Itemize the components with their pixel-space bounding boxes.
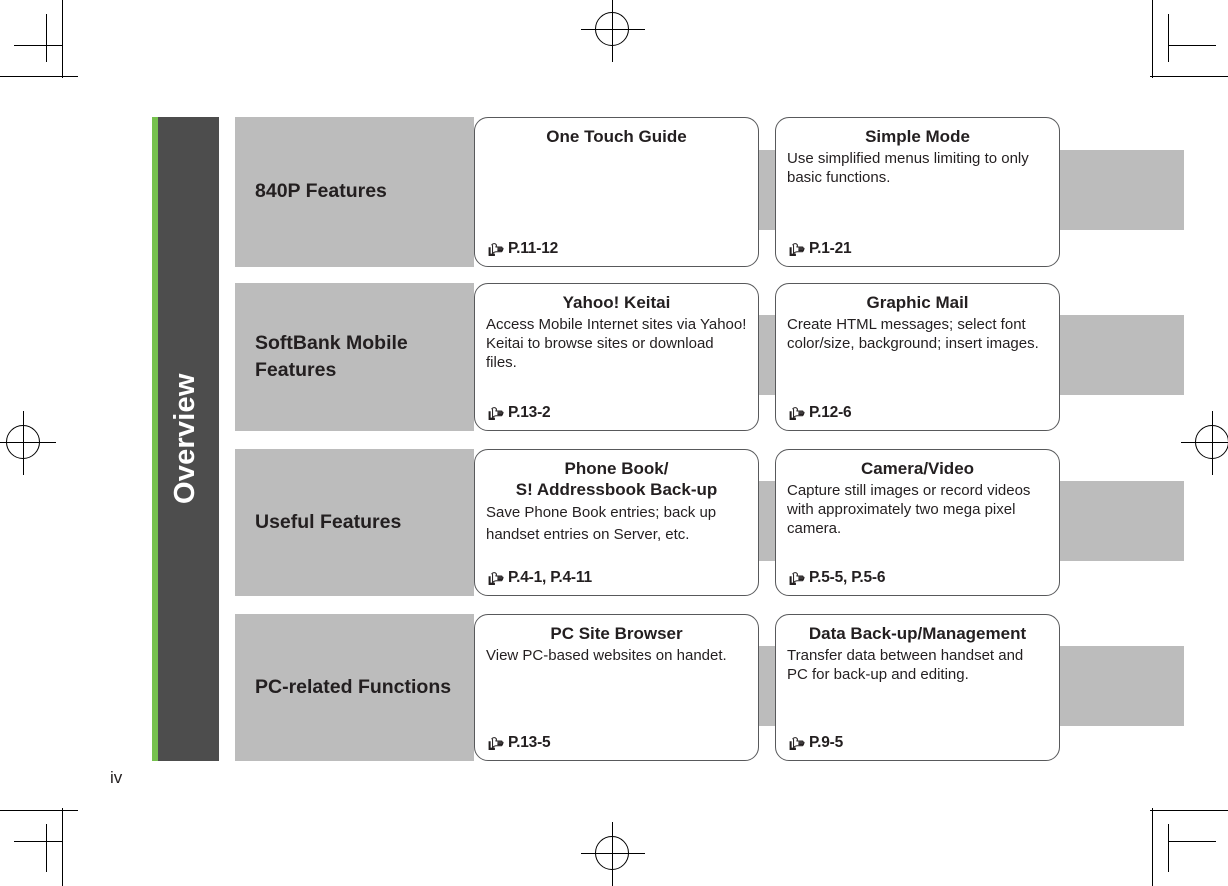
chapter-tab [152,117,219,761]
feature-card-page-ref-text: P.13-2 [508,404,551,421]
feature-row: PC-related Functions PC Site Browser Vie… [219,614,1228,761]
feature-card-body: Access Mobile Internet sites via Yahoo! … [486,315,747,371]
row-category-label: SoftBank Mobile Features [255,331,408,381]
pointing-hand-icon [788,406,807,422]
feature-card-title-line: Phone Book/ [564,459,669,478]
row-category-label: 840P Features [255,180,387,203]
row-category-block: SoftBank Mobile Features [235,283,474,431]
pointing-hand-icon [487,406,506,422]
feature-card-page-ref-text: P.1-21 [809,240,852,257]
row-category-label: PC-related Functions [255,675,452,698]
registration-mark-bottom [581,822,645,886]
feature-card[interactable]: Camera/Video Capture still images or rec… [775,449,1060,596]
pointing-hand-icon [788,242,807,258]
registration-mark-right [1181,411,1228,475]
feature-card[interactable]: One Touch Guide P.11-12 [474,117,759,267]
feature-card-page-ref[interactable]: P.5-5, P.5-6 [788,569,886,587]
feature-card-page-ref[interactable]: P.13-5 [487,734,551,752]
feature-card[interactable]: Graphic Mail Create HTML messages; selec… [775,283,1060,431]
feature-card-title-line: S! Addressbook Back-up [515,479,718,499]
feature-card-body: Use simplified menus limiting to only ba… [787,149,1029,186]
feature-card-body: Transfer data between handset and PC for… [787,646,1024,683]
row-category-block: Useful Features [235,449,474,596]
feature-card-title: PC Site Browser [550,624,683,643]
feature-card-page-ref-text: P.11-12 [508,240,559,257]
page-number: iv [110,768,123,787]
feature-card-page-ref-text: P.13-5 [508,734,551,751]
feature-card-page-ref-text: P.12-6 [809,404,852,421]
feature-row: Useful Features Phone Book/ S! Addressbo… [219,449,1228,596]
row-category-block: PC-related Functions [235,614,474,761]
feature-card[interactable]: Data Back-up/Management Transfer data be… [775,614,1060,761]
feature-card-body: Save Phone Book entries; back up handset… [486,504,717,544]
feature-card-page-ref[interactable]: P.11-12 [487,240,558,258]
feature-card-title: One Touch Guide [546,127,687,146]
feature-row: SoftBank Mobile Features Yahoo! Keitai A… [219,283,1228,431]
feature-card-body: Create HTML messages; select font color/… [787,315,1039,352]
feature-card-page-ref-text: P.5-5, P.5-6 [809,569,886,586]
pointing-hand-icon [487,736,506,752]
feature-card-body: View PC-based websites on handet. [486,646,727,664]
feature-card-page-ref[interactable]: P.13-2 [487,404,551,422]
pointing-hand-icon [788,736,807,752]
pointing-hand-icon [487,571,506,587]
feature-card[interactable]: Yahoo! Keitai Access Mobile Internet sit… [474,283,759,431]
feature-card-title: Data Back-up/Management [808,624,1027,643]
feature-card-page-ref-text: P.9-5 [809,734,844,751]
feature-card-title: Phone Book/ S! Addressbook Back-up [486,459,747,500]
registration-mark-top [581,0,645,62]
chapter-tab-accent-stripe [152,117,158,761]
feature-card-title: Simple Mode [865,127,970,146]
pointing-hand-icon [487,242,506,258]
feature-card-page-ref[interactable]: P.9-5 [788,734,843,752]
feature-row: 840P Features One Touch Guide P.11-12 Si… [219,117,1228,267]
feature-card-title: Graphic Mail [866,293,969,312]
feature-card-title: Camera/Video [860,459,975,478]
row-category-block: 840P Features [235,117,474,267]
feature-card-page-ref[interactable]: P.12-6 [788,404,852,422]
feature-card-body: Capture still images or record videos wi… [787,481,1031,537]
feature-card-page-ref[interactable]: P.1-21 [788,240,852,258]
feature-card[interactable]: PC Site Browser View PC-based websites o… [474,614,759,761]
chapter-tab-label: Overview [169,373,201,505]
feature-card-title: Yahoo! Keitai [562,293,671,312]
feature-card[interactable]: Phone Book/ S! Addressbook Back-up Save … [474,449,759,596]
feature-card-page-ref-text: P.4-1, P.4-11 [508,569,592,586]
row-category-label: Useful Features [255,510,402,533]
pointing-hand-icon [788,571,807,587]
registration-mark-left [0,411,56,475]
feature-card-page-ref[interactable]: P.4-1, P.4-11 [487,569,592,587]
feature-card[interactable]: Simple Mode Use simplified menus limitin… [775,117,1060,267]
